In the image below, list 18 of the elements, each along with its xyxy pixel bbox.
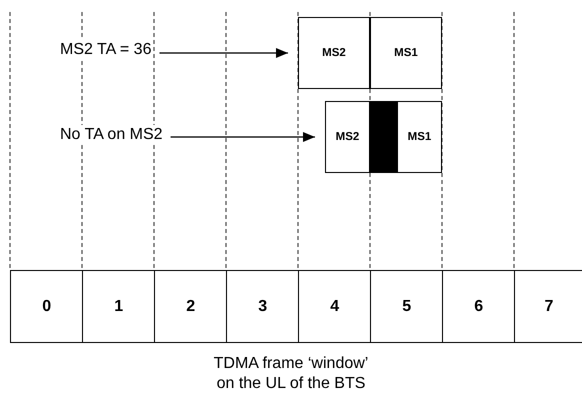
timeslot-cell: 3: [226, 270, 300, 343]
burst-box: MS1: [370, 17, 442, 89]
burst-box: MS2: [298, 17, 370, 89]
timeslot-cell: 0: [10, 270, 84, 343]
timeslot-cell: 2: [154, 270, 228, 343]
timeslot-cell: 5: [370, 270, 444, 343]
timeslot-cell: 1: [82, 270, 156, 343]
arrow: [170, 132, 315, 142]
guard-period-bar: [370, 101, 397, 173]
burst-box: MS1: [397, 101, 442, 173]
timeslot-cell: 4: [298, 270, 372, 343]
burst-box: MS2: [325, 101, 370, 173]
annotation-text: No TA on MS2: [60, 125, 163, 145]
arrow: [159, 48, 288, 58]
annotation-text: MS2 TA = 36: [60, 40, 152, 60]
timeslot-cell: 7: [514, 270, 582, 343]
caption: TDMA frame ‘window’ on the UL of the BTS: [212, 354, 370, 394]
timeslot-cell: 6: [442, 270, 516, 343]
